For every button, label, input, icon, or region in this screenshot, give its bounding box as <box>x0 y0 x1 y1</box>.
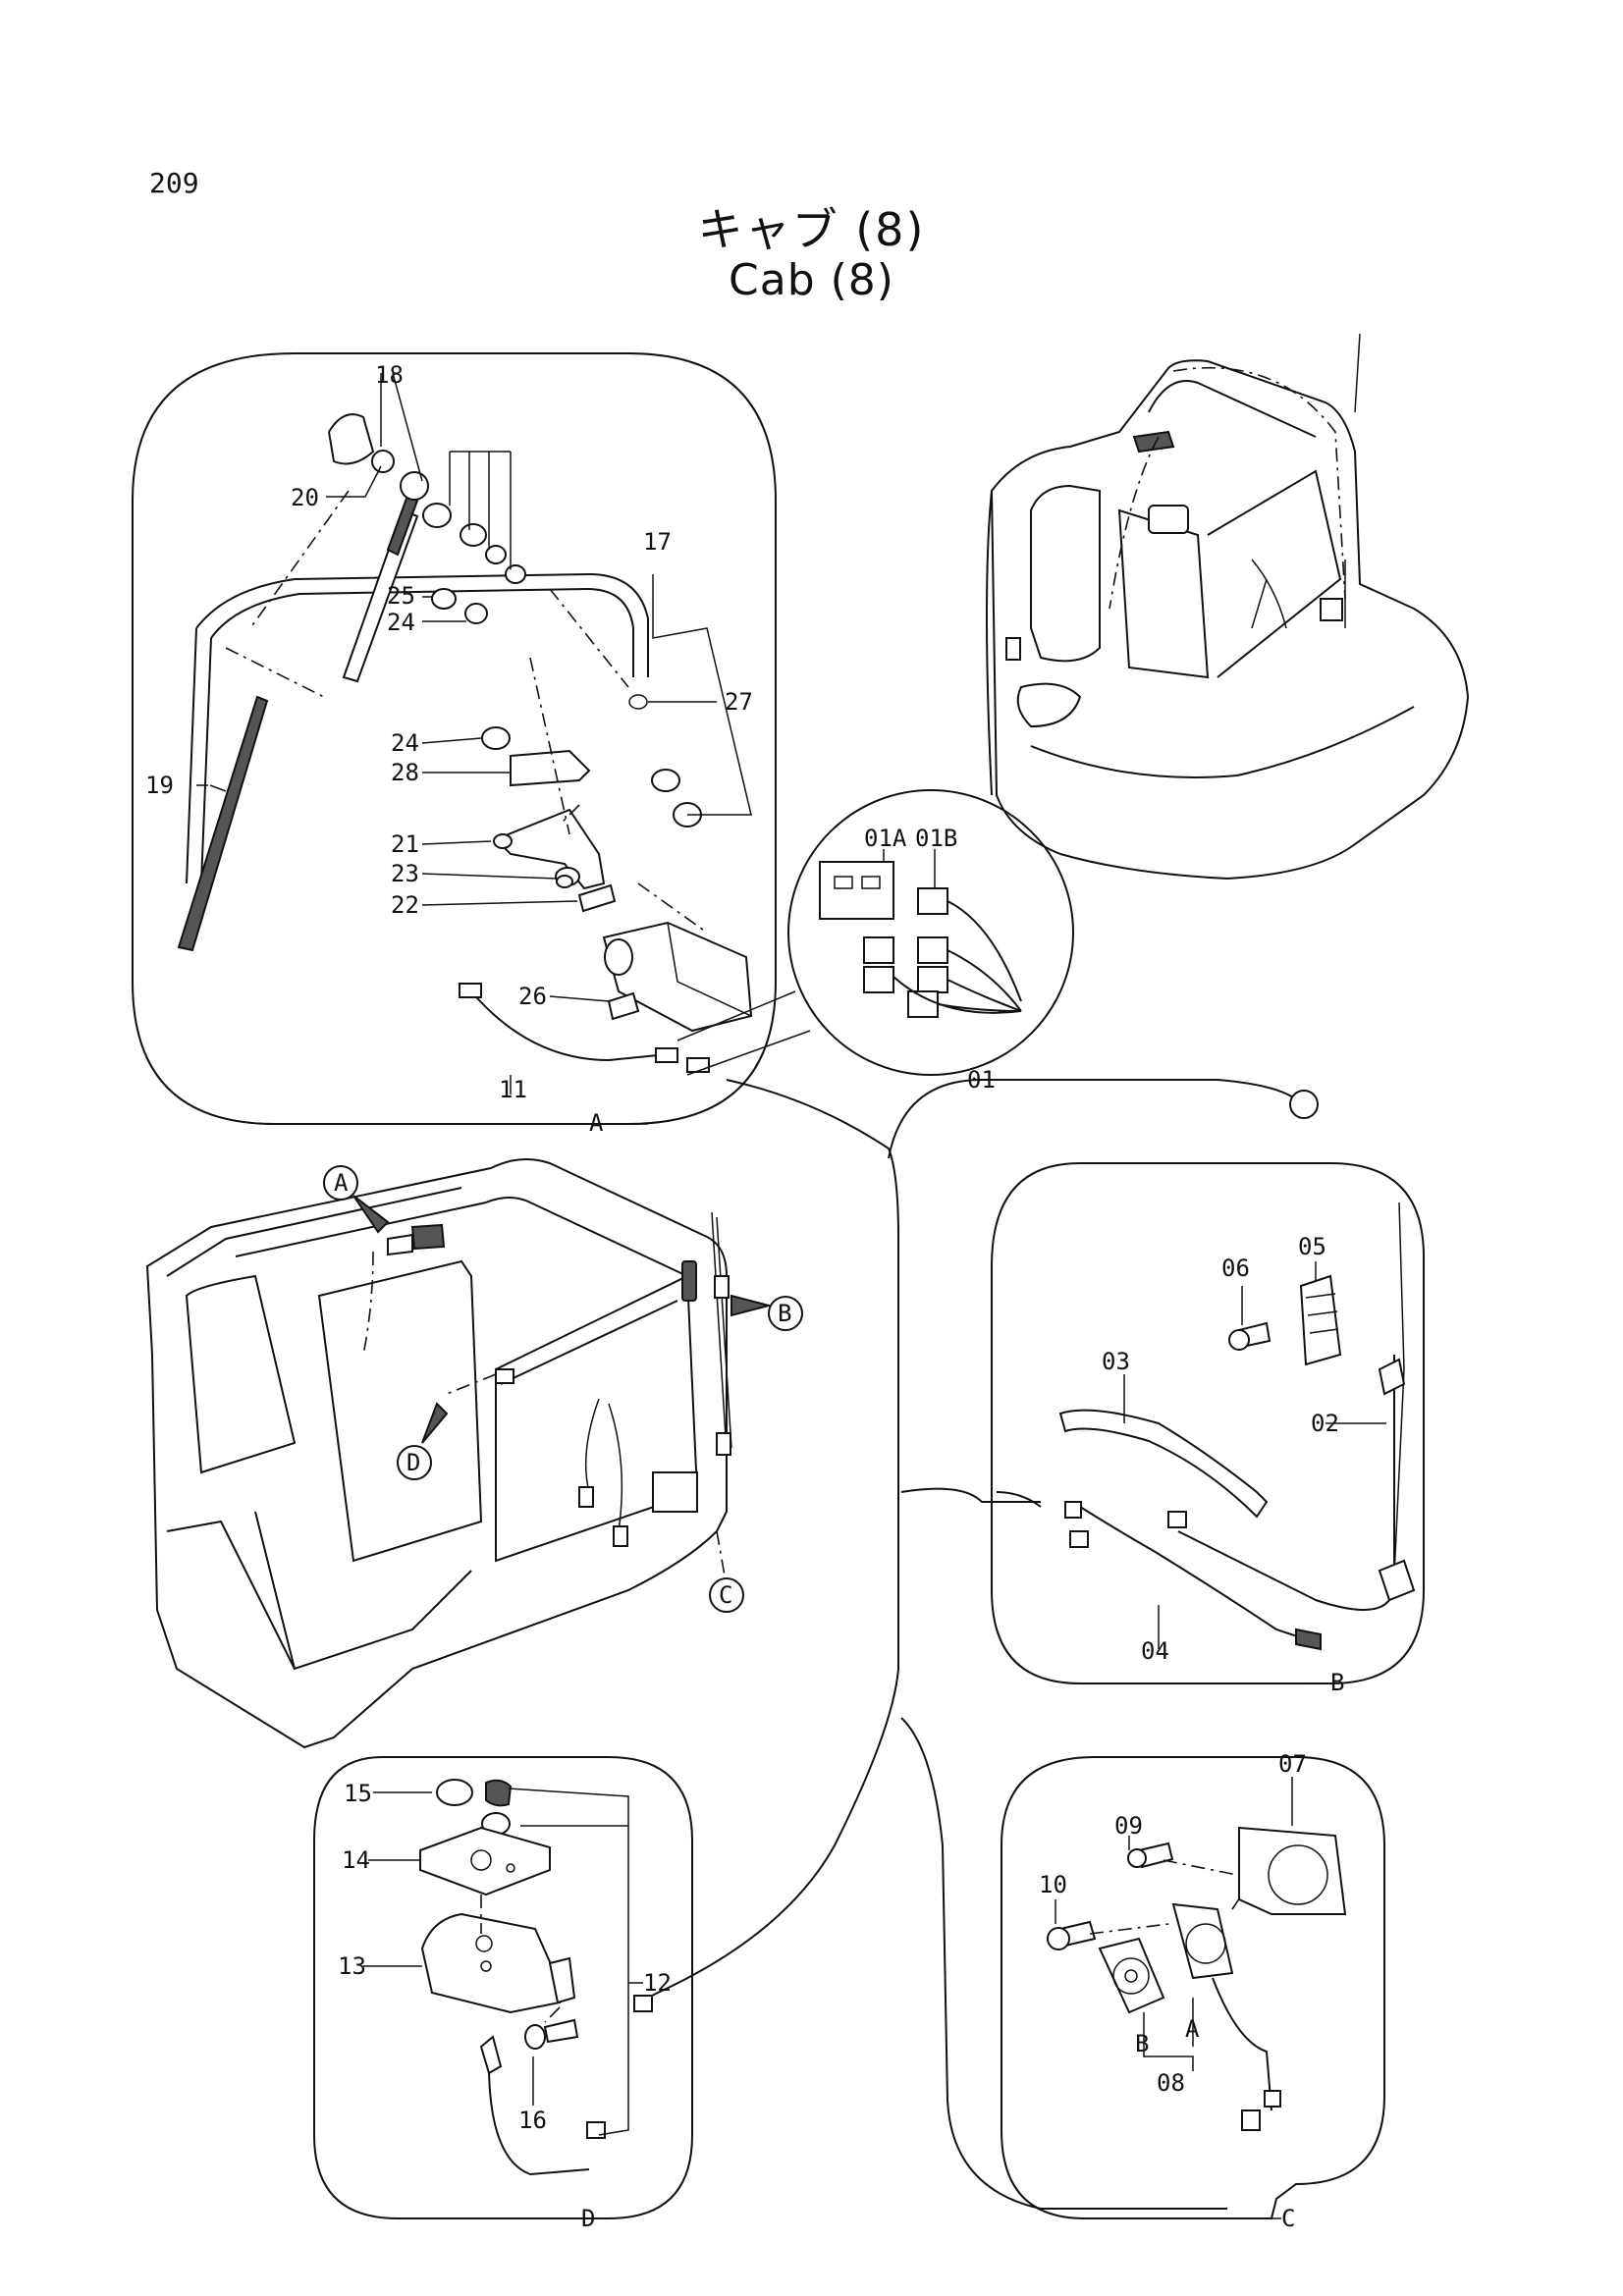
wiper-link-plate <box>510 749 591 787</box>
part-label-27: 27 <box>725 688 753 716</box>
callout-c-letter: C <box>719 1581 732 1609</box>
callout-a-circle <box>323 1165 358 1201</box>
speaker-sublabel-b: B <box>1135 2030 1149 2057</box>
detail-label-a: A <box>589 1109 604 1137</box>
cab-body-outline <box>990 359 1470 881</box>
callout-d-circle <box>397 1445 432 1480</box>
bezel-14 <box>419 1826 551 1896</box>
part-label-24-top: 24 <box>387 609 415 636</box>
part-label-06: 06 <box>1221 1255 1250 1282</box>
lens-15 <box>436 1779 473 1806</box>
room-light-13 <box>420 1912 562 2014</box>
wiper-blade <box>177 695 269 952</box>
detail-label-c: C <box>1281 2205 1295 2232</box>
antenna-base <box>1378 1559 1416 1602</box>
detail-label-b: B <box>1330 1669 1344 1696</box>
connector-detail-frame <box>787 789 1074 1076</box>
wiper-cap <box>327 413 375 465</box>
part-label-01b: 01B <box>915 825 957 852</box>
part-label-14: 14 <box>342 1846 370 1874</box>
speaker-sublabel-a: A <box>1185 2015 1200 2043</box>
part-label-10: 10 <box>1039 1871 1067 1898</box>
callout-a-letter: A <box>334 1169 349 1197</box>
part-label-12: 12 <box>643 1969 672 1997</box>
detail-b-antenna-group <box>991 1162 1425 1684</box>
page-title-japanese: キャブ (8) <box>697 203 926 256</box>
part-label-01: 01 <box>967 1066 996 1094</box>
cab-frame-group <box>145 1158 732 1749</box>
speaker-08b <box>1098 1937 1165 2014</box>
part-label-21: 21 <box>391 830 419 858</box>
part-label-13: 13 <box>338 1952 366 1980</box>
detail-c-speaker-group <box>1001 1756 1385 2219</box>
main-harness-01 <box>633 1079 1319 2210</box>
page-number: 209 <box>149 167 199 199</box>
part-label-09: 09 <box>1114 1812 1143 1840</box>
callout-b-letter: B <box>778 1300 791 1327</box>
part-label-18: 18 <box>375 361 404 389</box>
wiper-link <box>494 808 606 890</box>
part-label-24-mid: 24 <box>391 729 419 757</box>
antenna-cable-03 <box>1058 1409 1269 1519</box>
part-label-16: 16 <box>518 2107 547 2134</box>
speaker-cover-07 <box>1238 1826 1347 1915</box>
connector-detail-group <box>676 789 1074 1076</box>
part-label-04: 04 <box>1141 1637 1169 1665</box>
page-title-english: Cab (8) <box>729 255 894 305</box>
detail-label-d: D <box>581 2205 595 2232</box>
part-label-22: 22 <box>391 891 419 919</box>
part-label-28: 28 <box>391 759 419 786</box>
part-label-01a: 01A <box>864 825 907 852</box>
part-label-11: 11 <box>499 1076 527 1103</box>
detail-c-frame <box>1001 1756 1385 2219</box>
part-label-25: 25 <box>387 582 415 610</box>
part-label-19: 19 <box>145 772 174 799</box>
detail-d-roomlight-group <box>313 1756 693 2219</box>
detail-d-frame <box>313 1756 693 2219</box>
part-label-26: 26 <box>518 983 547 1010</box>
part-label-17: 17 <box>643 528 672 556</box>
part-label-23: 23 <box>391 860 419 887</box>
speaker-08a <box>1171 1902 1234 1980</box>
part-label-15: 15 <box>344 1780 372 1807</box>
part-label-03: 03 <box>1102 1348 1130 1375</box>
callout-b-circle <box>768 1296 803 1331</box>
callout-c-circle <box>709 1577 744 1613</box>
cab-overview-group <box>986 333 1470 881</box>
connector-01a <box>819 861 894 920</box>
part-label-05: 05 <box>1298 1233 1326 1260</box>
part-label-20: 20 <box>291 484 319 511</box>
callout-d-letter: D <box>406 1449 420 1476</box>
part-label-02: 02 <box>1311 1410 1339 1437</box>
detail-a-wiper-group <box>132 352 777 1125</box>
antenna-holder-05 <box>1299 1274 1342 1366</box>
part-label-07: 07 <box>1278 1750 1307 1778</box>
antenna-end <box>1295 1628 1322 1651</box>
part-label-08: 08 <box>1157 2069 1185 2097</box>
